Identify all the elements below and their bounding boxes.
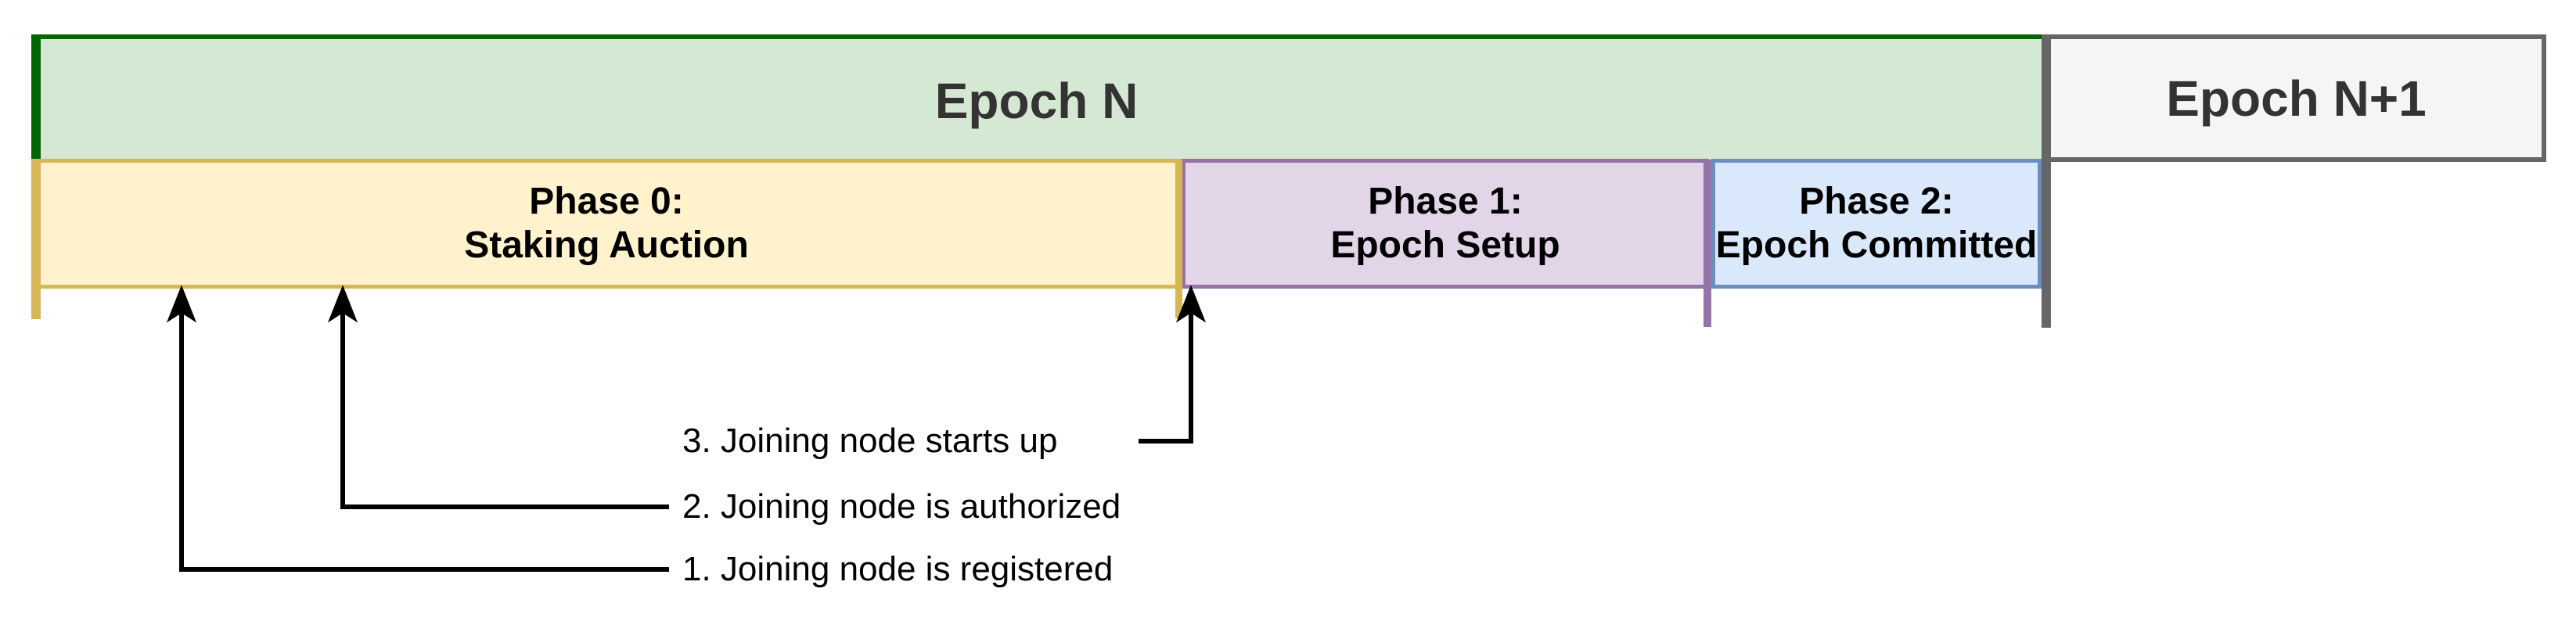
arrow-node-starts-up <box>1139 285 1207 443</box>
annotation-node-registered: 1. Joining node is registered <box>682 550 1114 588</box>
phase-0-start-tick <box>31 160 41 319</box>
phase-2-title: Phase 2: <box>1799 181 1954 222</box>
phase-0-1-boundary-tick <box>1175 160 1182 318</box>
epoch-n-start-tick <box>31 34 41 162</box>
phase-1-2-boundary-tick <box>1704 160 1711 327</box>
phase-1-subtitle: Epoch Setup <box>1330 224 1560 266</box>
epoch-n-plus-1-box: Epoch N+1 <box>2051 34 2546 162</box>
phase-0-title: Phase 0: <box>529 181 684 222</box>
epoch-n-box: Epoch N <box>31 34 2042 162</box>
phase-1-title: Phase 1: <box>1368 181 1523 222</box>
phase-2-subtitle: Epoch Committed <box>1715 224 2038 266</box>
annotation-node-authorized: 2. Joining node is authorized <box>682 487 1121 526</box>
phase-2-box: Phase 2: Epoch Committed <box>1711 159 2042 289</box>
arrow-node-registered <box>166 285 669 572</box>
arrow-node-authorized <box>327 285 669 509</box>
epoch-n-label: Epoch N <box>934 72 1139 129</box>
epoch-n-plus-1-label: Epoch N+1 <box>2166 70 2427 127</box>
phase-0-box: Phase 0: Staking Auction <box>31 159 1182 289</box>
epoch-boundary-divider <box>2042 34 2051 328</box>
phase-1-box: Phase 1: Epoch Setup <box>1182 159 1709 289</box>
phase-0-subtitle: Staking Auction <box>464 224 749 266</box>
annotation-node-starts-up: 3. Joining node starts up <box>682 422 1058 460</box>
